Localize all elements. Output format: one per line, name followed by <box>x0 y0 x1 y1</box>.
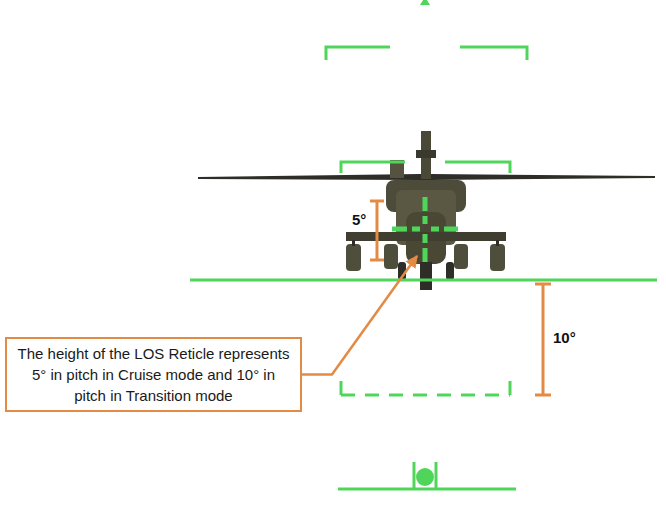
upper-bracket <box>326 47 527 60</box>
heading-caret <box>420 0 430 5</box>
callout-box: The height of the LOS Reticle represents… <box>5 337 302 412</box>
dimension-marker <box>370 259 384 262</box>
helicopter-illustration <box>420 262 432 290</box>
helicopter-illustration <box>454 244 468 269</box>
dimension-marker <box>370 200 384 203</box>
helicopter-illustration <box>346 244 361 271</box>
dimension-marker <box>370 201 551 395</box>
transition-bracket <box>340 381 343 395</box>
upper-bracket <box>326 47 390 60</box>
los-reticle <box>392 197 458 262</box>
dimension-marker <box>535 394 551 397</box>
los-reticle <box>412 227 420 232</box>
helicopter-illustration <box>384 244 398 269</box>
dimension-marker <box>542 284 545 395</box>
transition-bracket <box>341 381 510 395</box>
helicopter-illustration <box>352 240 355 246</box>
horizon-line <box>190 280 657 281</box>
los-reticle <box>423 248 428 262</box>
leader-line <box>302 256 417 375</box>
dimension-marker <box>535 283 551 286</box>
rotor-bracket <box>341 162 510 173</box>
los-reticle <box>392 227 407 232</box>
helicopter-illustration <box>496 240 499 246</box>
trim-ball <box>338 462 516 489</box>
helicopter-illustration <box>198 131 655 290</box>
los-reticle <box>423 216 428 224</box>
transition-bracket <box>341 394 510 397</box>
helicopter-illustration <box>446 262 454 280</box>
dimension-label: 5° <box>351 211 367 229</box>
rotor-bracket <box>341 162 405 173</box>
trim-ball <box>435 462 438 489</box>
horizon-line <box>190 279 657 282</box>
rotor-bracket <box>445 162 510 173</box>
callout-text: The height of the LOS Reticle represents… <box>15 343 292 406</box>
los-reticle <box>423 197 428 211</box>
trim-ball <box>416 468 434 486</box>
los-reticle <box>444 227 458 232</box>
upper-bracket <box>460 47 527 60</box>
dimension-marker <box>376 201 379 260</box>
heading-caret <box>420 0 430 5</box>
helicopter-illustration <box>490 244 505 271</box>
trim-ball <box>413 462 416 489</box>
dimension-label: 10° <box>552 329 577 347</box>
los-reticle <box>423 234 428 243</box>
trim-ball <box>338 488 516 491</box>
los-reticle <box>431 227 439 232</box>
transition-bracket <box>509 381 512 395</box>
helicopter-illustration <box>416 150 436 158</box>
